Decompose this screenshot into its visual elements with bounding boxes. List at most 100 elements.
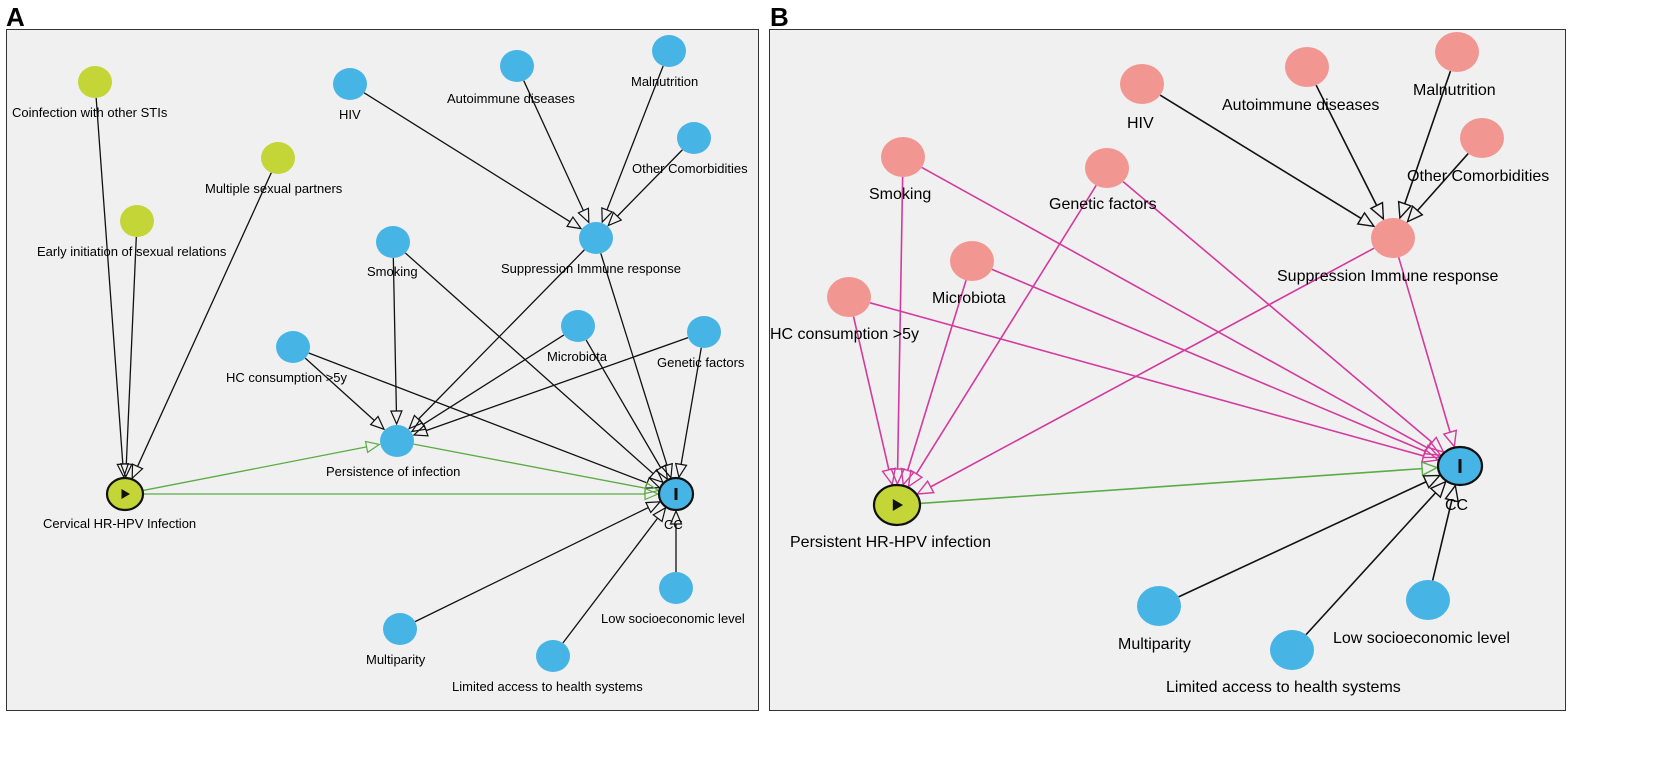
panel-a-node-multiple-partners: Multiple sexual partners [205,142,343,196]
panel-b-label-genetic: Genetic factors [1049,196,1157,213]
panel-a-edge-microbiota-to-outcome [585,339,669,481]
panel-b-play-triangle-icon [892,499,903,511]
panel-b-edge-hiv-to-suppression [1159,94,1376,228]
panel-a-node-persistence: Persistence of infection [326,425,460,479]
panel-b-edge-hc-consumption-to-exposure [852,316,897,487]
panel-b-label-hc-consumption: HC consumption >5y [770,326,919,343]
panel-a-label-low-ses: Low socioeconomic level [601,611,745,626]
panel-b-bar-i-icon [1458,459,1462,473]
panel-b-edge-genetic-to-exposure [907,184,1097,489]
panel-b-edge-autoimmune-to-suppression [1315,84,1385,221]
panel-a-edge-genetic-to-outcome [674,347,702,479]
panel-a-node-exposure: Cervical HR-HPV Infection [43,476,196,531]
panel-a-label-microbiota: Microbiota [547,349,608,364]
panel-a-edge-exposure-to-outcome [143,487,660,501]
panel-b-node-hc-consumption: HC consumption >5y [770,277,919,343]
panel-a-edge-malnutrition-to-suppression [601,65,664,224]
panel-a-edge-other-comorbidities-to-suppression [607,149,683,227]
panel-b-node-smoking: Smoking [869,137,931,203]
panel-b-edge-hc-consumption-to-outcome [869,302,1440,464]
panel-a-label-autoimmune: Autoimmune diseases [447,91,575,106]
panel-a-edge-early-initiation-to-exposure [119,236,137,479]
panel-a-label-exposure: Cervical HR-HPV Infection [43,516,196,531]
panel-a-edge-low-ses-to-outcome [669,509,683,572]
panel-a-label-outcome: CC [664,517,683,532]
panel-b-edge-low-ses-to-outcome [1431,483,1460,581]
panel-b-node-low-ses: Low socioeconomic level [1333,580,1510,647]
panel-b-node-microbiota: Microbiota [932,241,1006,307]
panel-b-edge-suppression-to-outcome [1397,257,1458,449]
panel-b-label-smoking: Smoking [869,186,931,203]
panel-b-edge-malnutrition-to-suppression [1397,70,1452,220]
panel-a-edge-hiv-to-suppression [363,92,583,230]
panel-b-node-limited-access: Limited access to health systems [1166,630,1401,696]
panel-b-label-suppression: Suppression Immune response [1277,268,1499,285]
panel-b-node-suppression: Suppression Immune response [1277,218,1499,285]
panel-b-edge-limited-access-to-outcome [1305,480,1447,636]
panel-b-label-malnutrition: Malnutrition [1413,82,1496,99]
panel-a-node-low-ses: Low socioeconomic level [601,572,745,626]
panel-b-node-malnutrition: Malnutrition [1413,32,1496,99]
panel-a-bar-i-icon [674,488,678,500]
panel-b-node-autoimmune: Autoimmune diseases [1222,47,1379,114]
panel-a-node-multiparity: Multiparity [366,613,426,667]
panel-b-label-exposure: Persistent HR-HPV infection [790,534,991,551]
panel-a-edge-autoimmune-to-suppression [523,80,590,224]
panel-a-edge-genetic-to-persistence [412,337,689,437]
panel-b-edge-smoking-to-outcome [921,166,1443,457]
panel-a-node-suppression: Suppression Immune response [501,222,681,276]
panel-b-edge-genetic-to-outcome [1122,180,1445,454]
panel-a-node-coinfection: Coinfection with other STIs [12,66,168,120]
panel-b-edge-suppression-to-exposure [915,247,1375,495]
panel-a-edge-multiparity-to-outcome [414,501,662,623]
panel-a-label-hiv: HIV [339,107,361,122]
panel-a-letter: A [6,2,25,32]
panel-a-edge-hc-consumption-to-persistence [304,357,386,431]
panel-b-label-hiv: HIV [1127,115,1154,132]
panel-b-nodes: HIV Autoimmune diseases MalnutritionOther … [770,32,1549,696]
panel-a-edges [95,65,702,644]
panel-b-edge-microbiota-to-outcome [991,268,1441,459]
panel-b-label-outcome: CC [1445,497,1468,514]
panel-b-node-genetic: Genetic factors [1049,148,1157,213]
panel-a-label-persistence: Persistence of infection [326,464,460,479]
panel-a-label-smoking: Smoking [367,264,418,279]
panel-b-label-limited-access: Limited access to health systems [1166,679,1401,696]
panel-a-node-limited-access: Limited access to health systems [452,640,643,694]
panel-b-edge-microbiota-to-exposure [900,280,967,487]
panel-a-label-limited-access: Limited access to health systems [452,679,643,694]
panel-a-edge-coinfection-to-exposure [95,97,130,479]
panel-a-node-malnutrition: Malnutrition [631,35,698,89]
panel-a-label-multiple-partners: Multiple sexual partners [205,181,343,196]
panel-a-edge-limited-access-to-outcome [562,506,667,644]
panel-a-label-hc-consumption: HC consumption >5y [226,370,348,385]
panel-b-node-hiv: HIV [1120,64,1164,132]
panel-a-edge-exposure-to-persistence [142,440,381,492]
panel-a-node-other-comorbidities: Other Comorbidities [632,122,748,176]
panel-b-edges [852,70,1469,636]
panel-a-label-malnutrition: Malnutrition [631,74,698,89]
panel-b-label-low-ses: Low socioeconomic level [1333,630,1510,647]
panel-b-node-multiparity: Multiparity [1118,586,1191,653]
panel-b-label-multiparity: Multiparity [1118,636,1191,653]
panel-b-node-outcome: CC [1436,445,1484,514]
panel-a-node-hiv: HIV [333,68,367,122]
panel-a-label-coinfection: Coinfection with other STIs [12,105,168,120]
panel-b-label-autoimmune: Autoimmune diseases [1222,97,1379,114]
panel-a-edge-microbiota-to-persistence [410,334,565,433]
panel-a-node-hc-consumption: HC consumption >5y [226,331,348,385]
panel-a-node-early-initiation: Early initiation of sexual relations [37,205,227,259]
panel-b-label-microbiota: Microbiota [932,290,1006,307]
panel-a-edge-multiple-partners-to-exposure [131,172,272,480]
panel-b-edge-multiparity-to-outcome [1178,474,1442,598]
panel-a-node-microbiota: Microbiota [547,310,608,364]
panel-a-node-genetic: Genetic factors [657,316,745,370]
panel-a-label-other-comorbidities: Other Comorbidities [632,161,748,176]
panel-a-edge-smoking-to-outcome [404,252,665,484]
panel-a-node-smoking: Smoking [367,226,418,279]
panel-b-edge-other-comorbidities-to-suppression [1406,153,1469,224]
panel-a-node-autoimmune: Autoimmune diseases [447,50,575,106]
panel-b-label-other-comorbidities: Other Comorbidities [1407,168,1549,185]
